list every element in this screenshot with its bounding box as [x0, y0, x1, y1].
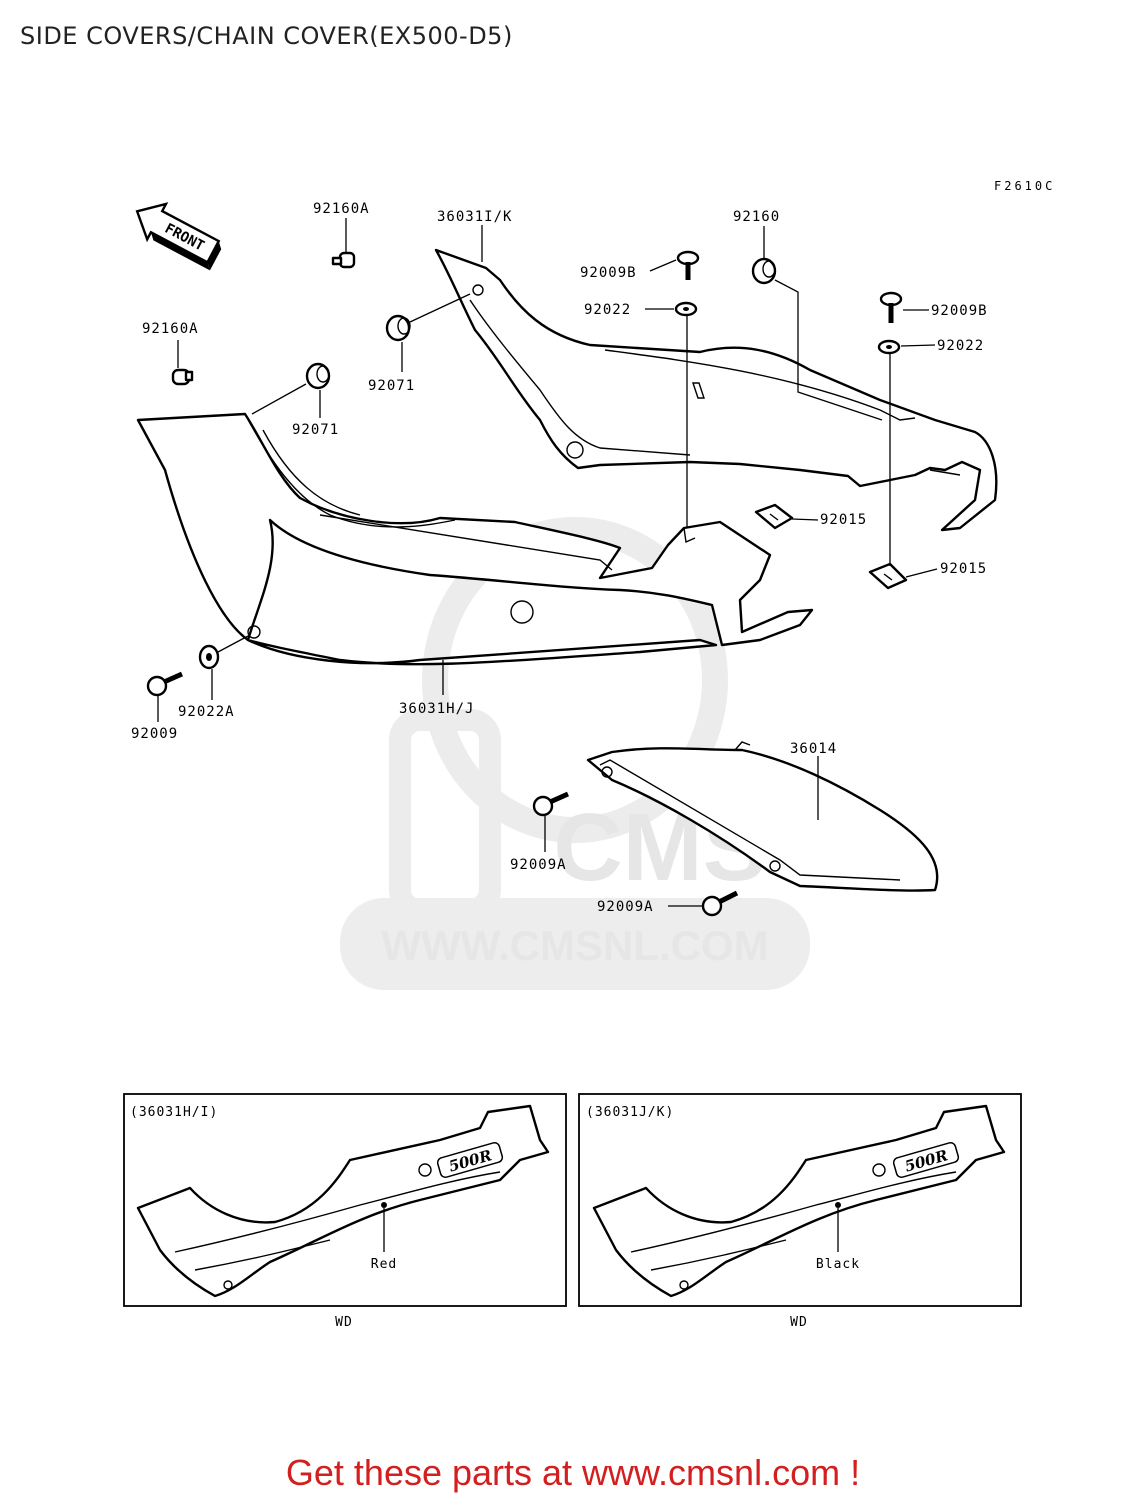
rubber-cap-92160a-top-icon [331, 251, 356, 269]
callout-92009: 92009 [131, 726, 178, 742]
callout-36031hj: 36031H/J [399, 701, 474, 717]
callout-36031ik: 36031I/K [437, 209, 512, 225]
variant-2-code: WD [790, 1315, 808, 1330]
variant-1-cover-illustration: 500R [136, 1104, 550, 1298]
chain-cover-36014 [586, 741, 939, 892]
callout-92160a-top: 92160A [313, 201, 370, 217]
bolt-92009b-mid-icon [676, 250, 700, 280]
callout-36014: 36014 [790, 741, 837, 757]
clip-92015-mid-icon [754, 503, 794, 530]
front-arrow-icon: FRONT [135, 202, 222, 271]
footer-promo-link[interactable]: Get these parts at www.cmsnl.com ! [285, 1452, 861, 1493]
callout-92009a-1: 92009A [510, 857, 567, 873]
side-cover-36031hj [136, 412, 814, 666]
watermark-mascot-head [422, 517, 728, 843]
hardware [146, 250, 908, 917]
clip-92015-right-icon [868, 562, 908, 590]
variant-2-header: (36031J/K) [586, 1105, 674, 1120]
side-cover-36031ik [434, 248, 998, 532]
callout-92022-mid: 92022 [584, 302, 631, 318]
washer-92022-mid-icon [674, 301, 698, 317]
bolt-92009b-right-icon [879, 291, 903, 323]
grommet-92071-center-icon [385, 314, 411, 342]
callout-labels: 92160A 36031I/K 92160 92009B 92022 92009… [131, 201, 988, 915]
callout-92160a-left: 92160A [142, 321, 199, 337]
callout-92009a-2: 92009A [597, 899, 654, 915]
reference-code: F2610C [994, 179, 1055, 193]
callout-92071-left: 92071 [292, 422, 339, 438]
callout-92009b-right: 92009B [931, 303, 988, 319]
callout-92015-mid: 92015 [820, 512, 867, 528]
variant-2-cover-illustration: 500R [592, 1104, 1006, 1298]
watermark-pill [340, 898, 810, 990]
washer-92022a-icon [198, 644, 220, 670]
bolt-92009a-1-icon [532, 791, 570, 817]
variant-2-emblem-icon [892, 1142, 960, 1178]
variant-box-1: (36031H/I) 500R Red WD [123, 1093, 567, 1330]
callout-92015-right: 92015 [940, 561, 987, 577]
washer-92022-right-icon [877, 339, 901, 355]
page-title: SIDE COVERS/CHAIN COVER(EX500-D5) [20, 22, 513, 50]
rubber-cap-92160-icon [751, 257, 777, 285]
bolt-92009-icon [146, 671, 184, 697]
callout-92071-center: 92071 [368, 378, 415, 394]
leader-lines [157, 218, 938, 907]
variant-1-header: (36031H/I) [130, 1105, 218, 1120]
rubber-cap-92160a-left-icon [171, 368, 194, 386]
variant-2-color: Black [816, 1257, 860, 1272]
variant-1-emblem-icon [436, 1142, 504, 1178]
callout-92022a: 92022A [178, 704, 235, 720]
callout-92009b-mid: 92009B [580, 265, 637, 281]
callout-92160: 92160 [733, 209, 780, 225]
variant-box-2: (36031J/K) 500R Black WD [578, 1093, 1022, 1330]
variant-1-code: WD [335, 1315, 353, 1330]
callout-92022-right: 92022 [937, 338, 984, 354]
watermark-text: WWW.CMSNL.COM [381, 922, 768, 969]
watermark: CMS WWW.CMSNL.COM [340, 517, 810, 990]
variant-1-color: Red [371, 1257, 397, 1272]
grommet-92071-left-icon [305, 362, 331, 390]
